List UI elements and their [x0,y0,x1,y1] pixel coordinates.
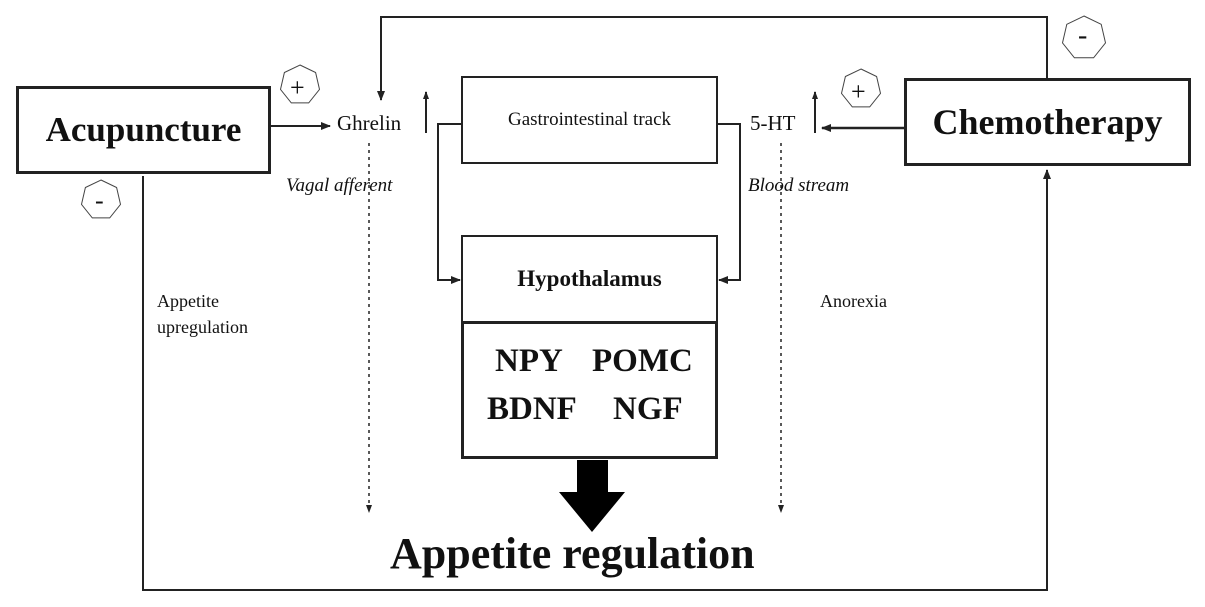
npy-label: NPY [495,343,563,379]
acupuncture-positive-sign: + [290,73,305,102]
arrow-gi-to-hypothalamus-left [437,123,461,284]
arrow-chemotherapy-to-ghrelin [377,16,1048,101]
heptagon-chemotherapy-positive [840,68,882,108]
block-arrow-to-appetite-regulation [559,460,625,532]
bdnf-label: BDNF [487,391,577,427]
gi-tract-box: Gastrointestinal track [461,76,718,164]
blood-stream-label: Blood stream [748,175,850,196]
appetite-regulation-title: Appetite regulation [390,529,755,578]
heptagon-acupuncture-positive [279,64,321,104]
acupuncture-negative-sign: - [95,186,104,215]
hypothalamus-label: Hypothalamus [517,266,662,291]
chemotherapy-negative-sign: - [1078,20,1088,51]
acupuncture-label: Acupuncture [45,110,242,149]
chemotherapy-label: Chemotherapy [932,102,1163,142]
acupuncture-box: Acupuncture [16,86,271,174]
ngf-label: NGF [613,391,683,427]
vagal-afferent-label: Vagal afferent [286,175,393,196]
serotonin-label: 5-HT [750,111,796,135]
ghrelin-label: Ghrelin [337,111,402,135]
heptagon-acupuncture-negative [80,179,122,219]
arrow-acupuncture-to-chemotherapy [142,169,1051,591]
anorexia-label: Anorexia [820,291,887,311]
neuropeptide-box [461,321,718,459]
appetite-upregulation-label-line1: Appetite [157,291,219,311]
chemotherapy-positive-sign: + [851,77,866,106]
gi-tract-label: Gastrointestinal track [507,109,672,130]
heptagon-chemotherapy-negative [1061,15,1107,59]
arrow-gi-to-hypothalamus-right [716,123,741,284]
hypothalamus-box: Hypothalamus [461,235,718,323]
appetite-upregulation-label-line2: upregulation [157,317,248,337]
chemotherapy-box: Chemotherapy [904,78,1191,166]
pomc-label: POMC [592,343,693,379]
